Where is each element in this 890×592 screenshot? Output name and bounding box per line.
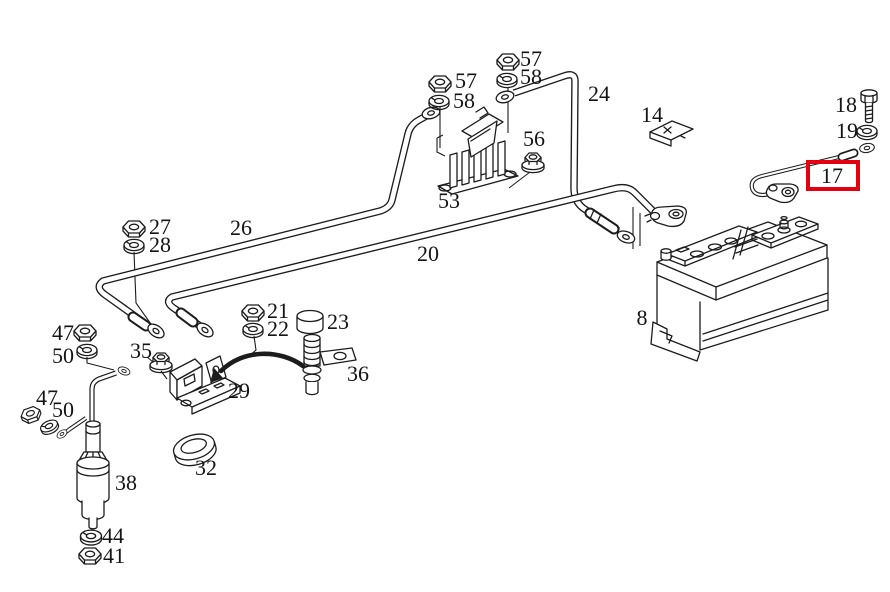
part-label-35: 35 [130, 338, 152, 363]
part-label-19: 19 [836, 118, 858, 143]
cable-17-drawing [749, 141, 876, 204]
stud-36-drawing [302, 333, 357, 396]
part-label-36: 36 [347, 361, 369, 386]
part-label-8: 8 [636, 305, 648, 330]
cap-23-drawing [296, 309, 324, 335]
part-label-28: 28 [149, 232, 171, 257]
part-label-50-1: 50 [52, 343, 74, 368]
part-label-22: 22 [267, 316, 289, 341]
part-label-29: 29 [228, 378, 250, 403]
part-label-44: 44 [102, 523, 124, 548]
cable-26-drawing [95, 104, 442, 342]
part-label-57-1: 57 [455, 68, 477, 93]
washer-19-drawing [856, 124, 878, 141]
part-label-57-2: 57 [520, 46, 542, 71]
part-label-53: 53 [438, 188, 460, 213]
part-label-21: 21 [267, 298, 289, 323]
part-label-18: 18 [835, 92, 857, 117]
part-label-26: 26 [230, 215, 252, 240]
cable-20-drawing [164, 183, 687, 341]
device-38-drawing [55, 364, 132, 530]
battery-drawing [650, 215, 829, 362]
part-label-20: 20 [417, 241, 439, 266]
part-label-24: 24 [588, 81, 610, 106]
bracket-14-drawing [649, 120, 694, 147]
part-label-17: 17 [821, 163, 843, 188]
cable-24-drawing [494, 71, 637, 246]
part-label-58-2: 58 [520, 64, 542, 89]
part-label-56: 56 [523, 126, 545, 151]
highlight-box [806, 160, 860, 191]
part-label-32: 32 [195, 455, 217, 480]
part-label-50-2: 50 [52, 397, 74, 422]
part-label-38: 38 [115, 470, 137, 495]
part-label-47-1: 47 [52, 320, 74, 345]
connector-block-53-drawing [437, 106, 519, 195]
part-label-27: 27 [149, 214, 171, 239]
part-label-58-1: 58 [453, 88, 475, 113]
part-label-41: 41 [103, 543, 125, 568]
part-label-14: 14 [641, 102, 663, 127]
pointer-arrow [210, 351, 306, 383]
grommet-32-drawing [172, 433, 217, 467]
part-label-23: 23 [327, 309, 349, 334]
bolt-18-drawing [860, 89, 878, 124]
part-label-47-2: 47 [36, 385, 58, 410]
